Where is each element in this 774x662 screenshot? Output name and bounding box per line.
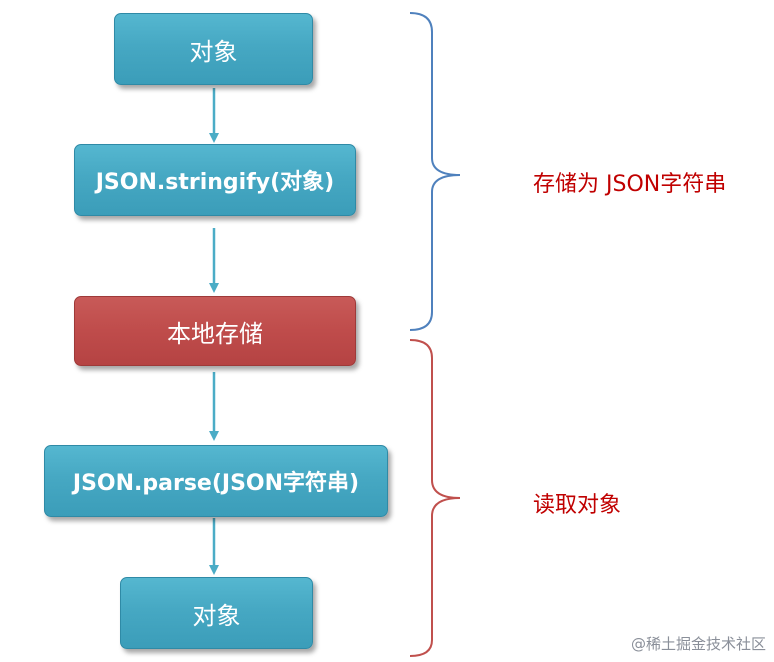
object-source-label: 对象	[189, 37, 238, 66]
object-source-box: 对象	[114, 13, 313, 85]
store-as-json-annotation: 存储为 JSON字符串	[533, 172, 727, 197]
brace-read	[409, 339, 461, 657]
local-storage-label: 本地存储	[167, 319, 263, 348]
object-result-label: 对象	[192, 601, 241, 630]
watermark: @稀土掘金技术社区	[630, 635, 766, 653]
brace-store	[409, 12, 461, 331]
object-result-box: 对象	[120, 577, 313, 649]
local-storage-box: 本地存储	[74, 296, 356, 366]
json-stringify-box: JSON.stringify(对象)	[74, 144, 356, 216]
read-object-annotation: 读取对象	[533, 493, 622, 518]
json-parse-label: JSON.parse(JSON字符串)	[72, 471, 360, 496]
json-parse-box: JSON.parse(JSON字符串)	[44, 445, 388, 517]
json-stringify-label: JSON.stringify(对象)	[95, 170, 335, 195]
